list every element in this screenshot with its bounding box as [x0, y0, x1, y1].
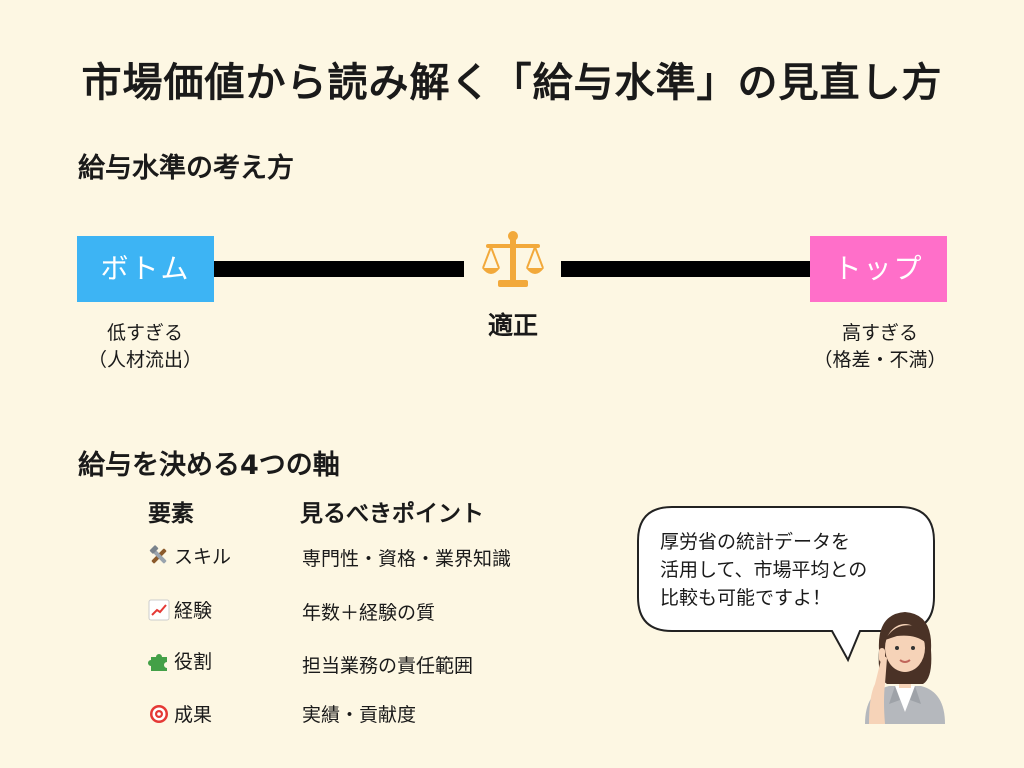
- axis-element-label: スキル: [174, 546, 232, 568]
- axis-row-results: 成果: [148, 700, 212, 727]
- speech-bubble-text: 厚労省の統計データを 活用して、市場平均との 比較も可能ですよ！: [660, 528, 910, 612]
- axis-point-text: 年数＋経験の質: [302, 602, 436, 624]
- axis-row-skill: スキル: [148, 542, 231, 569]
- top-caption: 高すぎる （格差・不満）: [795, 320, 965, 374]
- axis-point-text: 担当業務の責任範囲: [302, 655, 474, 677]
- axis-row-experience: 経験: [148, 596, 212, 623]
- section-heading-salary-concept: 給与水準の考え方: [78, 153, 294, 184]
- top-caption-line1: 高すぎる: [841, 322, 918, 344]
- axis-element-label: 経験: [174, 600, 213, 622]
- top-caption-line2: （格差・不満）: [813, 349, 947, 371]
- speech-line-1: 厚労省の統計データを: [660, 531, 851, 553]
- column-header-point: 見るべきポイント: [300, 501, 484, 527]
- tools-icon: [149, 544, 167, 563]
- section-heading-four-axes: 給与を決める4つの軸: [78, 450, 340, 481]
- appropriate-label: 適正: [487, 311, 538, 340]
- bottom-label-box: ボトム: [77, 236, 214, 302]
- axis-row-role: 役割: [148, 647, 212, 674]
- chart-up-icon: [148, 599, 170, 620]
- axis-element-label: 成果: [174, 704, 213, 726]
- page-title: 市場価値から読み解く「給与水準」の見直し方: [81, 60, 943, 106]
- businesswoman-illustration: [865, 612, 945, 724]
- speech-bubble: [637, 506, 935, 663]
- axis-point-text: 専門性・資格・業界知識: [302, 548, 512, 570]
- axis-point-text: 実績・貢献度: [302, 704, 417, 726]
- column-header-element: 要素: [148, 501, 194, 527]
- target-icon: [150, 704, 168, 723]
- bottom-caption: 低すぎる （人材流出）: [60, 320, 230, 374]
- scale-bar-left: [214, 261, 464, 277]
- balance-scale-icon: [482, 231, 544, 287]
- speech-line-3: 比較も可能ですよ！: [660, 587, 832, 609]
- puzzle-icon: [148, 653, 167, 671]
- top-label-box: トップ: [810, 236, 947, 302]
- axis-element-label: 役割: [174, 651, 213, 673]
- speech-line-2: 活用して、市場平均との: [660, 559, 868, 581]
- bottom-caption-line2: （人材流出）: [87, 349, 202, 371]
- scale-bar-right: [561, 261, 810, 277]
- bottom-caption-line1: 低すぎる: [106, 322, 183, 344]
